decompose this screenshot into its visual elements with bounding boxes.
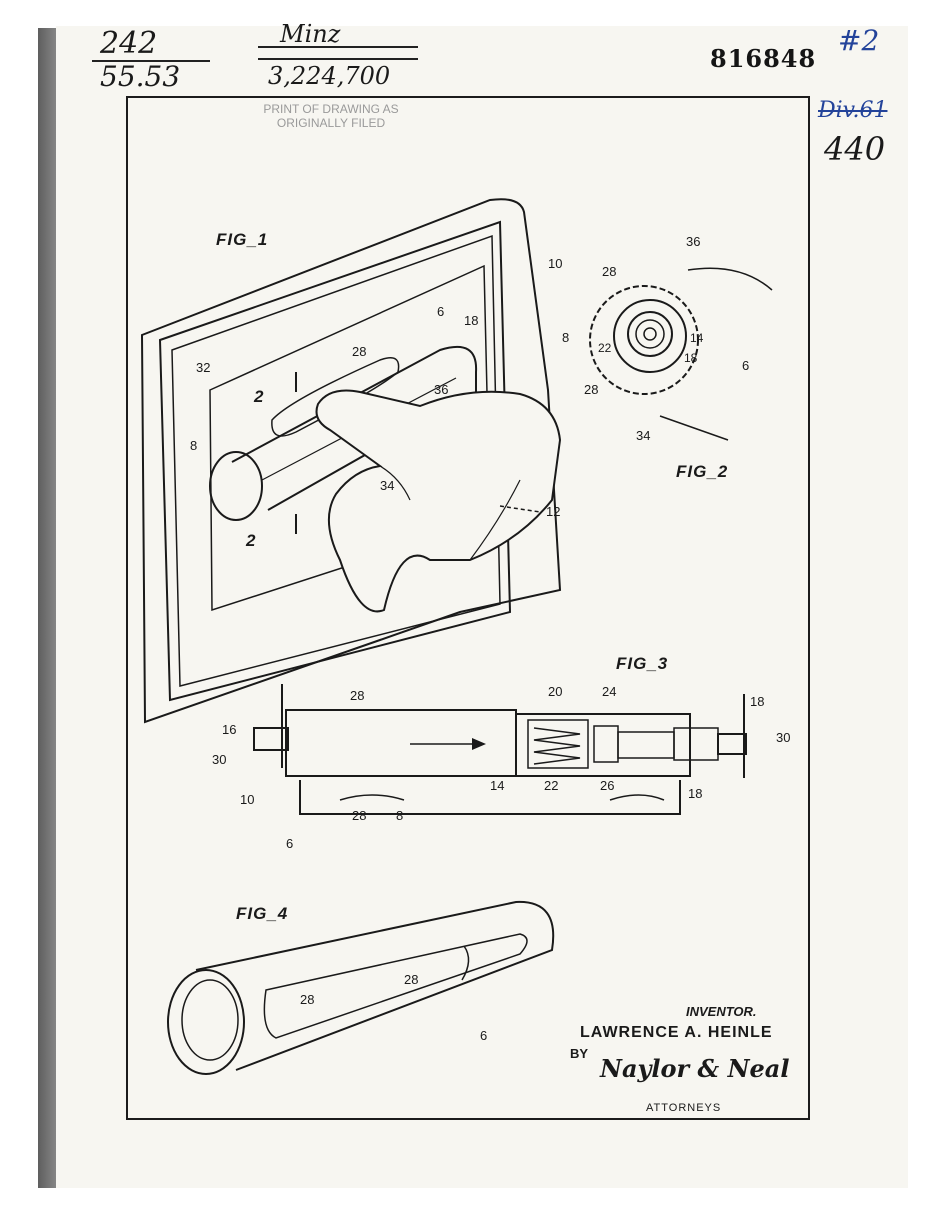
svg-text:28: 28 (350, 688, 364, 703)
svg-text:28: 28 (352, 808, 366, 823)
annotation-top-left-2: 55.53 (100, 60, 181, 93)
svg-text:18: 18 (750, 694, 764, 709)
annotation-corner-number: 440 (824, 130, 886, 168)
annotation-top-patent: 3,224,700 (268, 62, 391, 90)
svg-text:14: 14 (490, 778, 504, 793)
patent-number: 816848 (710, 44, 817, 73)
svg-text:10: 10 (548, 256, 562, 271)
svg-text:6: 6 (742, 358, 749, 373)
annotation-underline-2 (258, 58, 418, 60)
annotation-underline-1 (258, 46, 418, 48)
svg-text:22: 22 (598, 341, 612, 355)
svg-text:24: 24 (602, 684, 616, 699)
fig1-label: FIG_1 (216, 230, 269, 249)
annotation-corner-mark: #2 (838, 24, 880, 57)
svg-text:30: 30 (212, 752, 226, 767)
inventor-by: BY (570, 1046, 589, 1061)
svg-text:32: 32 (196, 360, 210, 375)
svg-text:8: 8 (396, 808, 403, 823)
svg-text:28: 28 (584, 382, 598, 397)
svg-text:16: 16 (222, 722, 236, 737)
annotation-struck-text: Div.61 (818, 98, 888, 123)
svg-text:36: 36 (686, 234, 700, 249)
svg-text:34: 34 (380, 478, 394, 493)
svg-text:28: 28 (352, 344, 366, 359)
svg-text:10: 10 (240, 792, 254, 807)
drawing-frame (126, 96, 810, 1120)
svg-text:36: 36 (434, 382, 448, 397)
svg-text:18: 18 (688, 786, 702, 801)
filing-stamp: PRINT OF DRAWING AS ORIGINALLY FILED (246, 102, 416, 130)
svg-text:12: 12 (546, 504, 560, 519)
svg-text:30: 30 (776, 730, 790, 745)
svg-text:6: 6 (437, 304, 444, 319)
svg-text:26: 26 (600, 778, 614, 793)
svg-text:8: 8 (562, 330, 569, 345)
svg-text:6: 6 (286, 836, 293, 851)
svg-text:28: 28 (300, 992, 314, 1007)
attorney-signature: Naylor & Neal (600, 1054, 790, 1083)
inventor-title: INVENTOR. (686, 1004, 757, 1019)
annotation-top-left-1: 242 (100, 26, 158, 61)
svg-text:22: 22 (544, 778, 558, 793)
svg-text:18: 18 (684, 351, 698, 365)
svg-text:14: 14 (690, 331, 704, 345)
canvas-edge (38, 28, 58, 1188)
svg-text:18: 18 (464, 313, 478, 328)
stamp-line-1: PRINT OF DRAWING AS (263, 102, 399, 116)
svg-text:20: 20 (548, 684, 562, 699)
annotation-top-name: Minz (280, 20, 341, 48)
fig4-label: FIG_4 (236, 904, 289, 923)
svg-text:6: 6 (480, 1028, 487, 1043)
svg-text:2: 2 (245, 531, 256, 550)
svg-text:8: 8 (190, 438, 197, 453)
svg-text:28: 28 (404, 972, 418, 987)
svg-text:28: 28 (602, 264, 616, 279)
svg-text:2: 2 (253, 387, 264, 406)
inventor-name: LAWRENCE A. HEINLE (580, 1024, 773, 1041)
stamp-line-2: ORIGINALLY FILED (276, 116, 386, 130)
annotation-divider (92, 60, 210, 62)
attorneys-label: ATTORNEYS (646, 1102, 722, 1114)
svg-text:34: 34 (636, 428, 650, 443)
fig2-label: FIG_2 (676, 462, 729, 481)
fig3-label: FIG_3 (616, 654, 669, 673)
